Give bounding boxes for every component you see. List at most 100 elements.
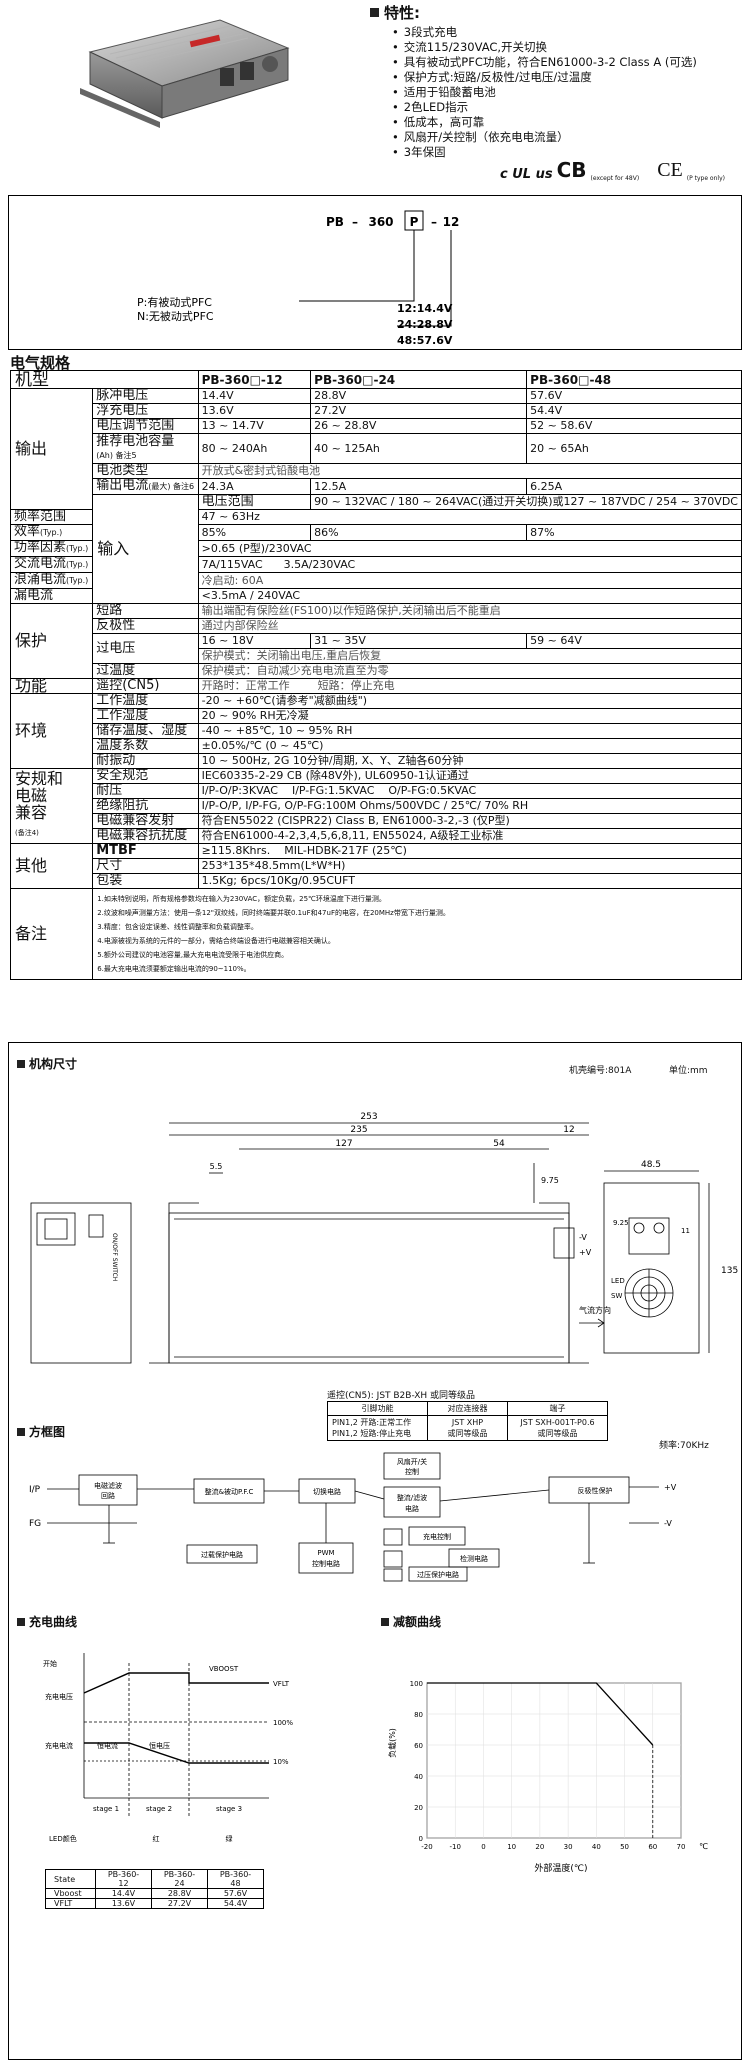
y-tick-label: 100 [410, 1680, 423, 1688]
option-p-text: P:有被动式PFC [137, 295, 212, 309]
table-row: 耐振动 10 ~ 500Hz, 2G 10分钟/周期, X、Y、Z轴各60分钟 [11, 753, 743, 769]
airflow-label: 气流方向 [579, 1305, 611, 1315]
block-title: 方框图 [17, 1423, 65, 1440]
spec-header-row: 机型 PB-360□-12 PB-360□-24 PB-360□-48 [10, 370, 742, 389]
pwm-block-2: 控制电路 [312, 1559, 340, 1568]
features-block: 特性: 3段式充电 交流115/230VAC,开关切换 具有被动式PFC功能，符… [370, 2, 740, 160]
group-input: 输入 [92, 494, 199, 604]
table-row: 耐压 I/P-O/P:3KVAC I/P-FG:1.5KVAC O/P-FG:0… [11, 783, 743, 799]
group-protection: 保护 [9, 603, 94, 679]
led-green-label: 绿 [226, 1834, 233, 1843]
switch-block: 切换电路 [313, 1487, 341, 1496]
derating-unit: ℃ [699, 1842, 708, 1851]
table-row: 安规和电磁兼容(备注4) 安全规范 IEC60335-2-29 CB (除48V… [9, 768, 743, 844]
y-tick-label: 0 [419, 1835, 423, 1843]
group-environment: 环境 [9, 693, 94, 769]
feature-item: 3年保固 [392, 145, 740, 160]
dim-11: 11 [681, 1227, 690, 1235]
y-tick-label: 60 [414, 1742, 423, 1750]
group-safety: 安规和电磁兼容(备注4) [9, 768, 94, 844]
spec-title: 电气规格 [10, 354, 71, 372]
dim-9-25: 9.25 [613, 1219, 629, 1227]
vminus-label: -V [579, 1233, 587, 1242]
left-end-view [30, 1202, 132, 1364]
right-side-view [603, 1182, 700, 1354]
code-dash2: – [431, 215, 437, 229]
emi-block-2: 回路 [101, 1491, 115, 1500]
note-item: 3.精度：包含设定误差、线性调整率和负载调整率。 [97, 923, 258, 931]
x-tick-label: -10 [450, 1843, 461, 1851]
rect-filter-block-2: 电路 [405, 1504, 419, 1513]
power-switch [88, 1214, 104, 1238]
vplus-label: +V [579, 1248, 592, 1257]
freq-label: 频率:70KHz [659, 1441, 709, 1451]
table-row: 尺寸 253*135*48.5mm(L*W*H) [11, 858, 743, 874]
const-voltage-label: 恒电压 [149, 1741, 170, 1750]
stage1-label: stage 1 [93, 1805, 119, 1813]
vflt-label: VFLT [273, 1680, 290, 1688]
terminal-block [628, 1217, 670, 1255]
group-output: 输出 [9, 388, 94, 510]
table-row: 绝缘阻抗 I/P-O/P, I/P-FG, O/P-FG:100M Ohms/5… [11, 798, 743, 814]
pct10-label: 10% [273, 1758, 289, 1766]
model-24: PB-360□-24 [310, 370, 528, 389]
charge-curve-chart: 开始 充电电压 充电电流 VBOOST VFLT 100% 10% 恒电流 恒电… [43, 1653, 293, 1843]
unit-label: 单位:mm [669, 1066, 708, 1076]
code-voltage: 12 [443, 215, 460, 229]
feature-item: 具有被动式PFC功能，符合EN61000-3-2 Class A (可选) [392, 55, 740, 70]
note-item: 4.电源被视为系统的元件的一部分，需结合终端设备进行电磁兼容相关确认。 [97, 937, 335, 945]
dim-135: 135 [721, 1266, 738, 1276]
notes-row: 备注 1.如未特别说明，所有规格参数均在输入为230VAC，额定负载，25℃环境… [9, 888, 742, 980]
spec-table: 机型 PB-360□-12 PB-360□-24 PB-360□-48 输出 脉… [9, 370, 743, 980]
x-tick-label: -20 [421, 1843, 432, 1851]
charge-curve-title: 充电曲线 [17, 1613, 77, 1630]
table-row: 浪涌电流(Typ.) 冷启动: 60A [9, 572, 743, 589]
main-body-view [168, 1212, 570, 1364]
table-row: 保护 短路 输出端配有保险丝(FS100)以作短路保护,关闭输出后不能重启 [9, 603, 743, 679]
x-tick-label: 20 [535, 1843, 544, 1851]
cb-logo-icon: CB [556, 158, 587, 182]
plot-frame [426, 1682, 682, 1839]
y-tick-label: 80 [414, 1711, 423, 1719]
features-list: 3段式充电 交流115/230VAC,开关切换 具有被动式PFC功能，符合EN6… [370, 25, 740, 160]
case-number: 机壳编号:801A [569, 1066, 632, 1076]
dim-48-5: 48.5 [641, 1160, 661, 1170]
table-row: 电磁兼容抗扰度 符合EN61000-4-2,3,4,5,6,8,11, EN55… [11, 828, 743, 844]
feature-item: 保护方式:短路/反极性/过电压/过温度 [392, 70, 740, 85]
dim-12: 12 [563, 1125, 574, 1135]
x-tick-label: 70 [677, 1843, 686, 1851]
block-diagram: I/P FG 电磁滤波 回路 整流&被动P.F.C 切换电路 风扇开/关 控制 … [29, 1452, 677, 1582]
feature-item: 适用于铅酸蓄电池 [392, 85, 740, 100]
mech-title: 机构尺寸 [17, 1055, 77, 1072]
x-tick-label: 0 [481, 1843, 485, 1851]
const-current-label: 恒电流 [97, 1741, 118, 1750]
ip-label: I/P [29, 1485, 41, 1495]
dim-235: 235 [350, 1125, 367, 1135]
table-row: 功能 遥控(CN5) 开路时：正常工作 短路：停止充电 [9, 678, 743, 694]
voltage-48-text: 48:57.6V [397, 334, 453, 347]
note-item: 1.如未特别说明，所有规格参数均在输入为230VAC，额定负载，25℃环境温度下… [97, 895, 386, 903]
table-row: 效率(Typ.) 85%86%87% [9, 524, 742, 541]
model-code-diagram: PB – 360 P – 12 P:有被动式PFC N:无被动式PFC 12:1… [137, 210, 460, 347]
option-n-text: N:无被动式PFC [137, 310, 214, 323]
bullet-square-icon [370, 8, 379, 17]
derating-title: 减额曲线 [381, 1613, 441, 1630]
y-tick-label: 40 [414, 1773, 423, 1781]
note-item: 5.额外公司建议的电池容量,最大充电电流受限于电池供应商。 [97, 951, 289, 959]
dim-9-75: 9.75 [541, 1176, 559, 1185]
model-code-box: PB – 360 P – 12 P:有被动式PFC N:无被动式PFC 12:1… [8, 195, 742, 350]
y-tick-label: 20 [414, 1804, 423, 1812]
x-tick-label: 60 [648, 1843, 657, 1851]
feature-item: 交流115/230VAC,开关切换 [392, 40, 740, 55]
dim-5-5: 5.5 [210, 1162, 223, 1171]
charge-ctrl-block: 充电控制 [423, 1532, 451, 1541]
dim-253: 253 [360, 1112, 377, 1122]
dim-54: 54 [493, 1139, 505, 1149]
note-item: 6.最大充电电流须要额定输出电流的90~110%。 [97, 965, 251, 973]
